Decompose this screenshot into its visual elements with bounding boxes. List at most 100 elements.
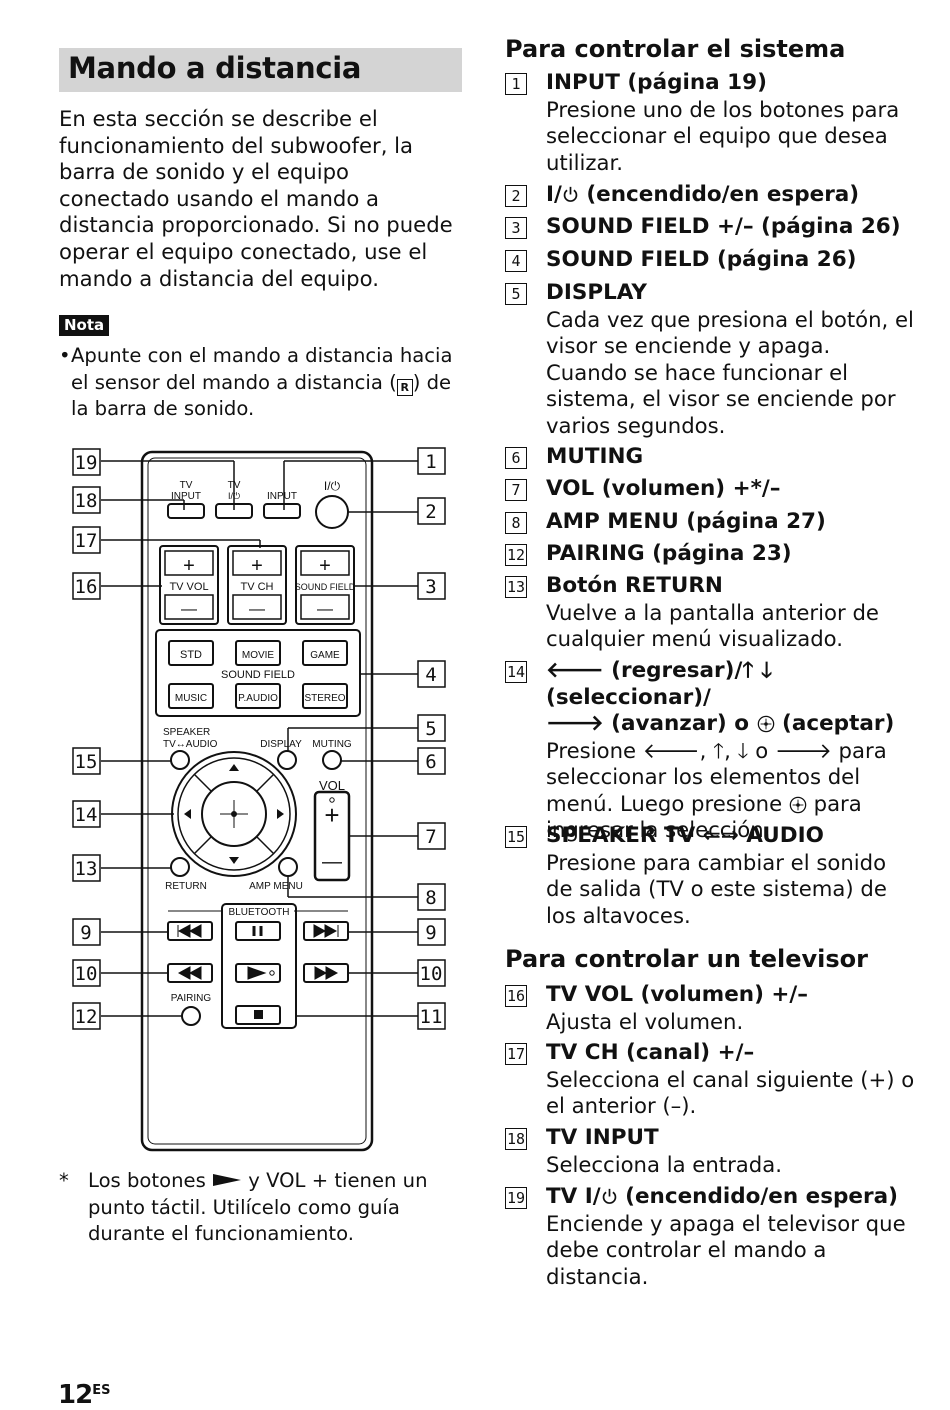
note-badge: Nota <box>59 315 110 336</box>
tv-vol-plus-text: + <box>183 555 195 577</box>
tv-item-19: 19 TV I/ (encendido/en espera) Enciende … <box>505 1184 915 1290</box>
sound-field-rocker <box>295 545 355 625</box>
item-heading: SOUND FIELD +/– (página 26) <box>546 214 901 239</box>
std-text: STD <box>180 649 202 661</box>
item-heading: VOL (volumen) +*/– <box>546 476 781 501</box>
tv-item-16: 16 TV VOL (volumen) +/– Ajusta el volume… <box>505 982 915 1035</box>
return-button <box>170 857 190 877</box>
p-audio-button <box>235 683 281 709</box>
callout-14-left: 14 <box>75 804 98 826</box>
item-description: Presione 🡐, 🡑, 🡓 o 🡒 para seleccionar lo… <box>546 738 915 844</box>
remote-body <box>140 450 374 1152</box>
tv-item-18: 18 TV INPUT Selecciona la entrada. <box>505 1125 915 1178</box>
item-heading: SOUND FIELD (página 26) <box>546 247 857 272</box>
system-item-2: 2 I/ (encendido/en espera) <box>505 182 915 209</box>
item-number: 12 <box>505 544 527 566</box>
callout-17-left: 17 <box>75 530 98 552</box>
system-item-13: 13 Botón RETURN Vuelve a la pantalla ant… <box>505 573 915 653</box>
bluetooth-label: BLUETOOTH <box>229 907 290 918</box>
callout-10-left: 10 <box>75 963 98 985</box>
movie-button <box>235 640 281 666</box>
item-number: 16 <box>505 985 527 1007</box>
sound-field-plus-text: + <box>319 555 331 577</box>
remote-illustration: TV INPUT TV I/⏻ INPUT I/⏻ + TV VOL — + T… <box>72 447 446 1152</box>
input-button <box>263 503 301 519</box>
callout-1-right: 1 <box>425 451 436 473</box>
stereo-button <box>302 683 348 709</box>
item-heading: DISPLAY <box>546 280 647 305</box>
item-heading-before: SPEAKER TV <box>546 823 696 848</box>
tv-vol-label: TV VOL <box>169 581 208 593</box>
enter-icon <box>757 715 774 733</box>
item-number: 1 <box>505 73 527 95</box>
play-icon <box>213 1174 242 1186</box>
item-heading-before: I/ <box>546 182 562 207</box>
callout-5-right: 5 <box>425 718 436 740</box>
enter-button <box>201 781 267 847</box>
tv-ch-minus <box>232 594 282 620</box>
callout-2-right: 2 <box>425 501 436 523</box>
power-icon <box>602 1188 616 1204</box>
movie-text: MOVIE <box>242 650 275 661</box>
play-icon <box>247 966 267 980</box>
item-heading: MUTING <box>546 444 644 469</box>
note-bullet: • <box>59 344 71 367</box>
item-description: Vuelve a la pantalla anterior de cualqui… <box>546 599 879 652</box>
tv-vol-minus-text: — <box>181 601 197 618</box>
item-heading-line-2-before: 🡒 (avanzar) o <box>546 711 750 736</box>
item-description: Selecciona la entrada. <box>546 1151 782 1177</box>
item-heading: Botón RETURN <box>546 573 723 598</box>
item-description: Enciende y apaga el televisor que debe c… <box>546 1210 906 1289</box>
music-button <box>168 683 214 709</box>
stop-icon <box>254 1010 263 1019</box>
item-description: Presione para cambiar el sonido de salid… <box>546 849 887 928</box>
system-item-1: 1 INPUT (página 19) Presione uno de los … <box>505 70 915 176</box>
dpad-ring-inner <box>177 757 291 871</box>
item-heading-before: TV I/ <box>546 1184 601 1209</box>
title-bar <box>59 48 462 92</box>
game-text: GAME <box>310 650 340 661</box>
up-arrow-icon <box>229 764 239 771</box>
system-item-6: 6 MUTING <box>505 444 915 471</box>
prev-button <box>167 921 213 941</box>
pairing-label: PAIRING <box>171 993 212 1004</box>
item-number: 5 <box>505 283 527 305</box>
item-heading: PAIRING (página 23) <box>546 541 792 566</box>
system-item-8: 8 AMP MENU (página 27) <box>505 509 915 536</box>
std-button <box>168 640 214 666</box>
down-arrow-icon <box>229 857 239 864</box>
callout-11-right: 11 <box>420 1006 443 1028</box>
bluetooth-group <box>221 903 297 1029</box>
item-description: Selecciona el canal siguiente (+) o el a… <box>546 1066 915 1119</box>
item-number: 14 <box>505 661 527 683</box>
page-number-value: 12 <box>58 1380 93 1410</box>
stereo-text: STEREO <box>304 693 345 704</box>
tv-audio-label: TV↔AUDIO <box>163 739 218 750</box>
item-number: 17 <box>505 1043 527 1065</box>
right-arrow-icon <box>277 809 284 819</box>
system-item-12: 12 PAIRING (página 23) <box>505 541 915 568</box>
system-item-15: 15 SPEAKER TV ⇐⇒ AUDIO Presione para cam… <box>505 823 915 929</box>
system-item-5: 5 DISPLAY Cada vez que presiona el botón… <box>505 280 915 439</box>
vol-label: VOL <box>319 778 345 793</box>
footnote-text-before: Los botones <box>88 1169 206 1192</box>
system-item-4: 4 SOUND FIELD (página 26) <box>505 247 915 274</box>
display-button <box>277 750 297 770</box>
callouts-left: 19 18 17 16 15 14 13 9 10 12 <box>72 448 101 1030</box>
play-button <box>235 963 281 983</box>
note-text-before: Apunte con el mando a distancia hacia el… <box>71 344 453 394</box>
item-description-after: para ingresar la selección. <box>546 790 862 843</box>
callout-9-right: 9 <box>425 922 436 944</box>
prev-icon <box>177 924 202 938</box>
section-tv-heading: Para controlar un televisor <box>505 945 868 973</box>
tv-input-label-2: INPUT <box>171 491 201 502</box>
double-arrow-icon: ⇐⇒ <box>702 823 739 848</box>
pairing-button <box>181 1006 201 1026</box>
tv-vol-rocker <box>159 545 219 625</box>
item-number: 2 <box>505 185 527 207</box>
note-text: • Apunte con el mando a distancia hacia … <box>59 343 464 423</box>
callout-4-right: 4 <box>425 664 436 686</box>
speaker-button <box>170 750 190 770</box>
system-item-14: 14 🡐 (regresar)/🡑 🡓 (seleccionar)/ 🡒 (av… <box>505 658 915 844</box>
vol-plus-text: + <box>324 800 339 830</box>
